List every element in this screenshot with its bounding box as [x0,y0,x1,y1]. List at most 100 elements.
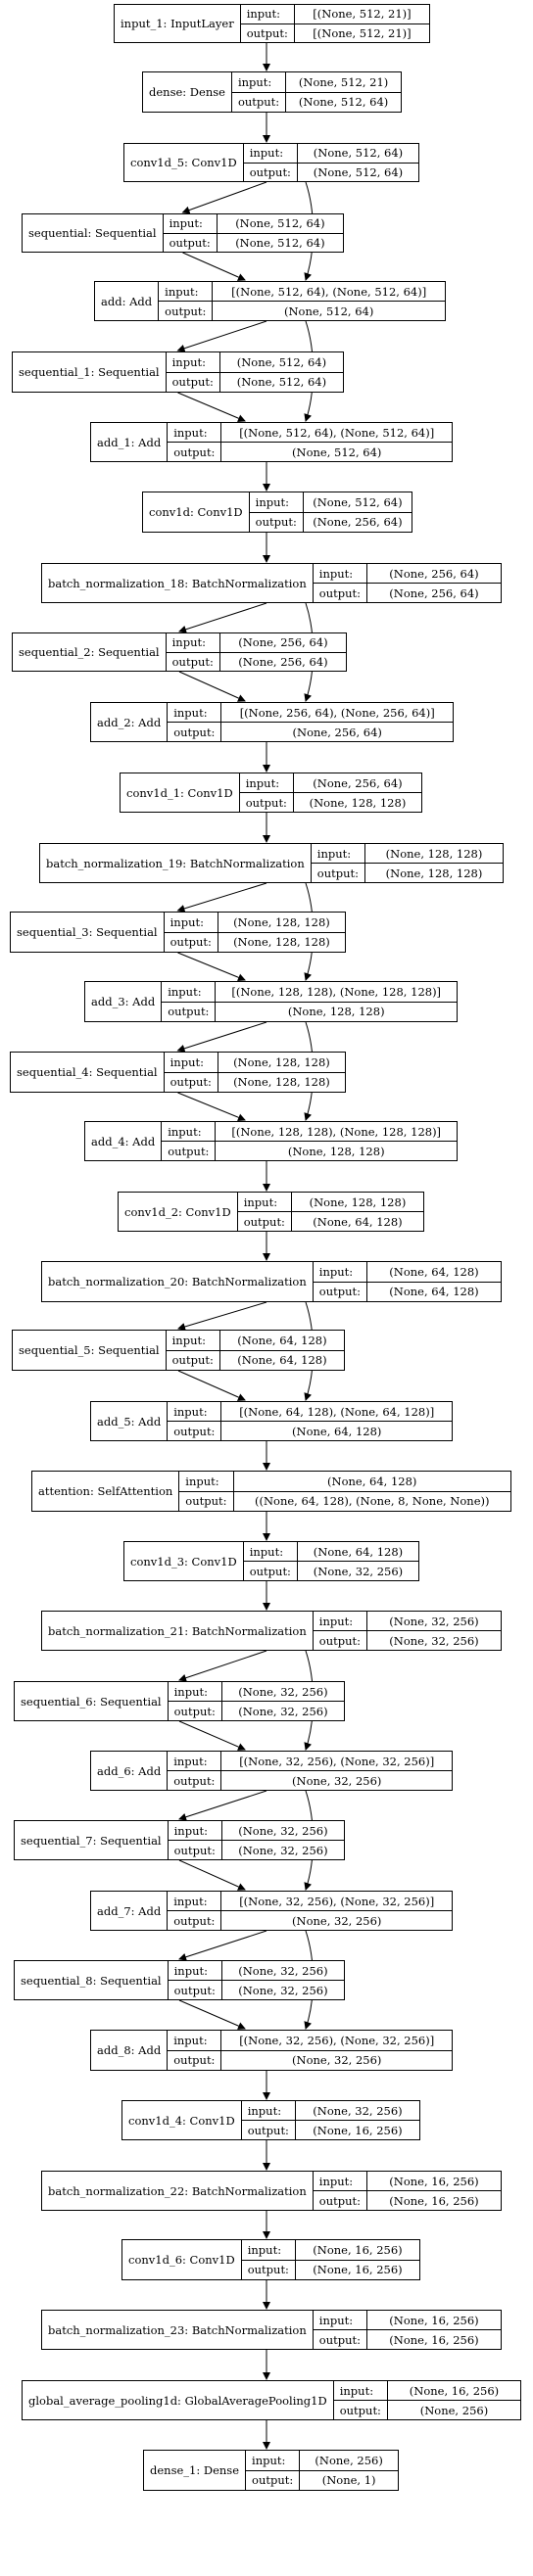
layer-name: conv1d_5: Conv1D [124,144,244,181]
layer-name: conv1d_2: Conv1D [119,1193,238,1231]
layer-name: batch_normalization_22: BatchNormalizati… [42,2172,314,2210]
output-shape: (None, 128, 128) [287,1144,385,1158]
input-port-label: input: [168,1892,221,1911]
input-shape: (None, 64, 128) [366,1262,501,1283]
shape-values: (None, 256)(None, 1) [300,2451,398,2490]
input-shape: (None, 128, 128) [218,913,345,933]
output-shape: (None, 256, 64) [313,515,403,530]
output-shape: (None, 32, 256) [292,1773,382,1788]
output-shape: (None, 32, 256) [238,1704,328,1718]
layer-name: sequential: Sequential [23,214,164,252]
port-labels: input:output: [333,2381,388,2419]
input-port-label: input: [168,703,221,723]
port-labels: input:output: [168,1892,222,1930]
shape-values: [(None, 128, 128), (None, 128, 128)](Non… [216,1122,457,1160]
input-shape: (None, 512, 21) [286,72,401,93]
input-port-label: input: [313,2311,366,2330]
shape-values: [(None, 512, 21)][(None, 512, 21)] [294,5,429,42]
edge-n15-n16 [177,1092,246,1122]
shape-values: (None, 16, 256)(None, 16, 256) [295,2240,419,2279]
edge-n24-n25 [178,1720,246,1751]
edge-n27-n28 [178,1930,267,1961]
output-port-label: output: [318,2193,361,2208]
shape-values: (None, 16, 256)(None, 16, 256) [366,2311,501,2349]
input-port-label: input: [166,352,219,373]
layer-node-global-average-pooling1d: global_average_pooling1d: GlobalAverageP… [22,2380,521,2420]
input-port-label: input: [243,144,297,164]
input-port-label: input: [231,72,286,93]
layer-name: batch_normalization_19: BatchNormalizati… [40,844,312,882]
output-port-label: output: [169,235,211,250]
output-port-label: output: [165,304,207,318]
layer-name: batch_normalization_23: BatchNormalizati… [42,2311,314,2349]
input-port-label: input: [313,564,366,584]
input-shape: (None, 256, 64) [293,773,421,793]
input-shape: (None, 512, 64) [297,144,418,164]
layer-name: add_8: Add [91,2031,169,2070]
output-shape: (None, 64, 128) [237,1353,327,1368]
layer-name: sequential_6: Sequential [15,1682,169,1720]
output-shape: (None, 64, 128) [389,1285,479,1299]
input-port-label: input: [168,1961,221,1981]
layer-name: conv1d: Conv1D [143,492,250,532]
shape-values: (None, 64, 128) (None, 64, 128) [366,1262,501,1301]
port-labels: input:output: [168,1961,222,1999]
shape-values: [(None, 32, 256), (None, 32, 256)](None,… [221,1752,452,1790]
shape-values: (None, 512, 21) (None, 512, 64) [286,72,401,112]
input-port-label: input: [249,492,303,513]
layer-name: sequential_2: Sequential [13,633,167,671]
output-shape: (None, 32, 256) [292,1913,382,1928]
shape-values: [(None, 512, 64), (None, 512, 64)](None,… [213,282,445,320]
edge-n23-n24 [178,1650,267,1682]
layer-name: add_1: Add [91,423,169,461]
port-labels: input:output: [168,1821,222,1859]
layer-name: conv1d_1: Conv1D [121,773,240,812]
input-port-label: input: [168,1682,221,1702]
port-labels: input:output: [240,5,295,42]
shape-values: [(None, 32, 256), (None, 32, 256)] (None,… [221,1892,452,1930]
layer-name: sequential_8: Sequential [15,1961,169,1999]
port-labels: input:output: [166,633,220,671]
output-shape: (None, 16, 256) [313,2123,403,2137]
layer-name: sequential_5: Sequential [13,1331,167,1370]
output-port-label: output: [237,95,280,110]
input-shape: (None, 16, 256) [387,2381,520,2401]
output-shape: (None, 64, 128) [313,1214,403,1229]
input-port-label: input: [311,844,364,864]
edge-n18-n19 [177,1301,267,1331]
input-shape: [(None, 32, 256), (None, 32, 256)] [221,1892,452,1911]
layer-name: dense_1: Dense [144,2451,247,2490]
output-shape: (None, 32, 256) [292,2053,382,2068]
shape-values: (None, 32, 256) (None, 32, 256) [221,1682,344,1720]
layer-name: batch_normalization_21: BatchNormalizati… [42,1612,314,1650]
output-port-label: output: [171,654,214,669]
edge-n13-n14 [177,952,246,982]
output-shape: (None, 32, 256) [313,1564,404,1578]
edge-n26-n27 [178,1859,246,1891]
output-shape: (None, 512, 64) [235,235,325,250]
shape-values: (None, 32, 256)(None, 32, 256) [221,1821,344,1859]
output-port-label: output: [173,1424,216,1438]
shape-values: (None, 64, 128)(None, 32, 256) [297,1542,418,1580]
shape-values: (None, 256, 64)(None, 256, 64) [366,564,501,602]
input-port-label: input: [313,1612,366,1631]
shape-values: [(None, 32, 256), (None, 32, 256)](None,… [221,2031,452,2070]
input-shape: (None, 32, 256) [221,1821,344,1841]
input-port-label: input: [240,5,294,24]
shape-values: (None, 512, 64)(None, 512, 64) [297,144,418,181]
port-labels: input: output: [231,72,287,112]
input-shape: (None, 32, 256) [221,1682,344,1702]
port-labels: input:output: [168,1682,222,1720]
output-shape: (None, 128, 128) [287,1005,385,1019]
output-port-label: output: [173,1773,216,1788]
input-shape: [(None, 512, 64), (None, 512, 64)] [221,423,452,443]
layer-node-batch-normalization-20: batch_normalization_20: BatchNormalizati… [41,1261,502,1302]
output-shape: (None, 512, 64) [298,95,389,110]
port-labels: input:output: [164,1053,218,1092]
